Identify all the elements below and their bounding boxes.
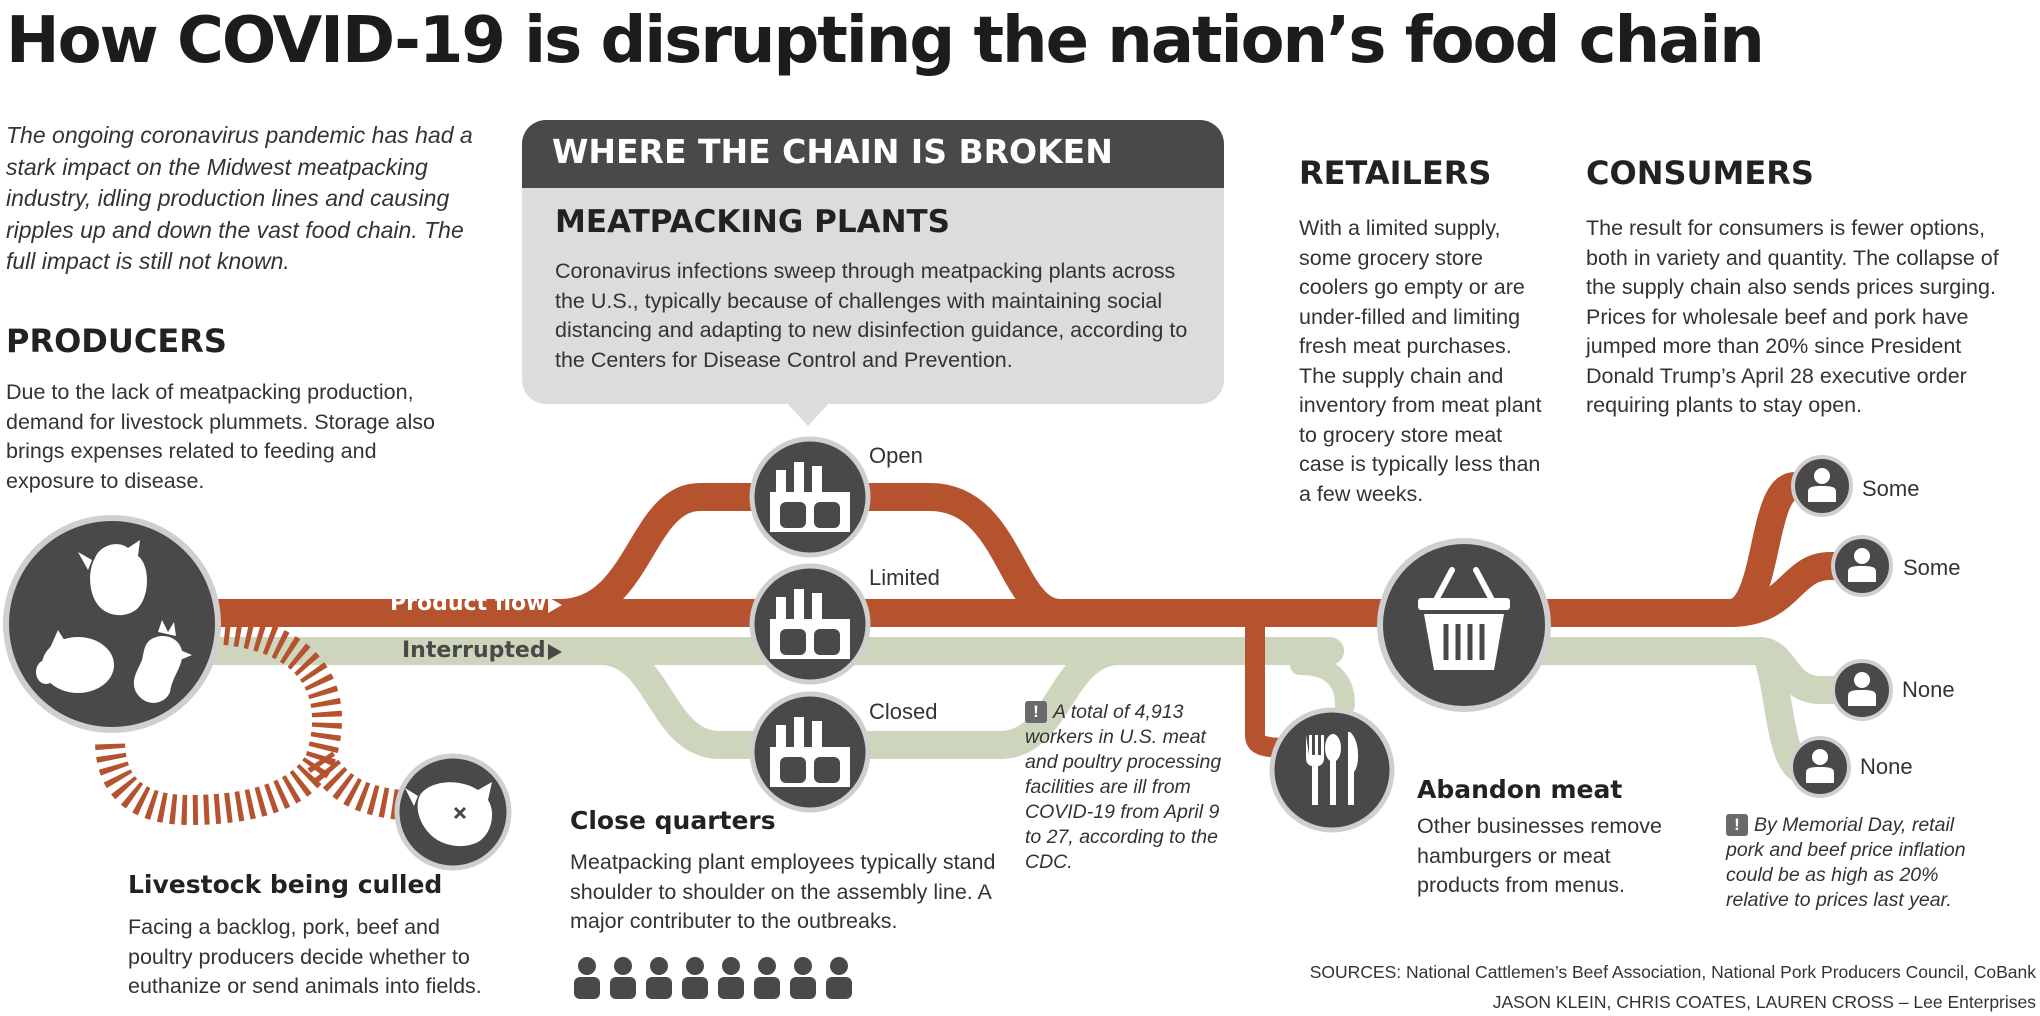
consumer-icon — [1831, 535, 1893, 597]
consumer-outcome-label: None — [1860, 754, 1913, 779]
consumer-outcome-label: Some — [1903, 555, 1961, 580]
plant-open-label: Open — [869, 443, 923, 468]
plant-closed-icon — [749, 691, 871, 813]
retailers-heading: RETAILERS — [1299, 154, 1492, 192]
intro-text: The ongoing coronavirus pandemic has had… — [6, 122, 473, 274]
chain-broken-callout-tail — [786, 402, 830, 426]
meatpacking-heading: MEATPACKING PLANTS — [555, 204, 950, 240]
producers-heading: PRODUCERS — [6, 322, 227, 360]
plant-limited-icon — [749, 563, 871, 685]
consumer-outcome-label: None — [1902, 677, 1955, 702]
plant-limited-label: Limited — [869, 565, 940, 590]
exclamation-icon: ! — [1025, 701, 1047, 723]
chain-broken-banner-text: WHERE THE CHAIN IS BROKEN — [552, 132, 1113, 171]
livestock-icon — [3, 515, 221, 733]
shopping-basket-icon — [1377, 538, 1551, 712]
culled-body: Facing a backlog, pork, beef and poultry… — [128, 915, 482, 998]
plant-closed-label: Closed — [869, 699, 938, 724]
chain-broken-banner — [522, 120, 1224, 188]
consumers-body: The result for consumers is fewer option… — [1586, 216, 1999, 417]
producers-body: Due to the lack of meatpacking productio… — [6, 380, 436, 493]
consumer-icon — [1831, 659, 1893, 721]
abandon-meat-body: Other businesses remove hamburgers or me… — [1417, 814, 1662, 897]
utensils-icon — [1269, 707, 1395, 833]
workers-row-icon — [574, 957, 852, 999]
sources-line: SOURCES: National Cattlemen’s Beef Assoc… — [1309, 962, 2036, 982]
product-arrow-icon — [548, 597, 562, 613]
meatpacking-body: Coronavirus infections sweep through mea… — [555, 259, 1188, 372]
close-quarters-body: Meatpacking plant employees typically st… — [570, 850, 996, 933]
interrupted-flow-label: Interrupted — [402, 638, 546, 663]
exclamation-icon: ! — [1726, 814, 1748, 836]
product-flow-label: Product flow — [390, 591, 547, 616]
retailers-body: With a limited supply, some grocery stor… — [1299, 216, 1542, 506]
page-title: How COVID-19 is disrupting the nation’s … — [6, 4, 1765, 78]
plant-open-icon — [749, 436, 871, 558]
consumers-heading: CONSUMERS — [1586, 154, 1814, 192]
credits-line: JASON KLEIN, CHRIS COATES, LAUREN CROSS … — [1492, 992, 2036, 1012]
consumer-icon — [1789, 736, 1851, 798]
culled-flow — [95, 615, 342, 826]
price-note: !By Memorial Day, retail pork and beef p… — [1726, 814, 1966, 911]
consumer-outcome-label: Some — [1862, 476, 1920, 501]
abandon-meat-heading: Abandon meat — [1417, 775, 1623, 804]
consumer-icon — [1791, 455, 1853, 517]
workers-note: !A total of 4,913 workers in U.S. meat a… — [1025, 701, 1222, 873]
interrupted-arrow-icon — [548, 644, 562, 660]
culled-heading: Livestock being culled — [128, 870, 443, 899]
close-quarters-heading: Close quarters — [570, 806, 776, 835]
culled-livestock-icon — [394, 753, 512, 871]
